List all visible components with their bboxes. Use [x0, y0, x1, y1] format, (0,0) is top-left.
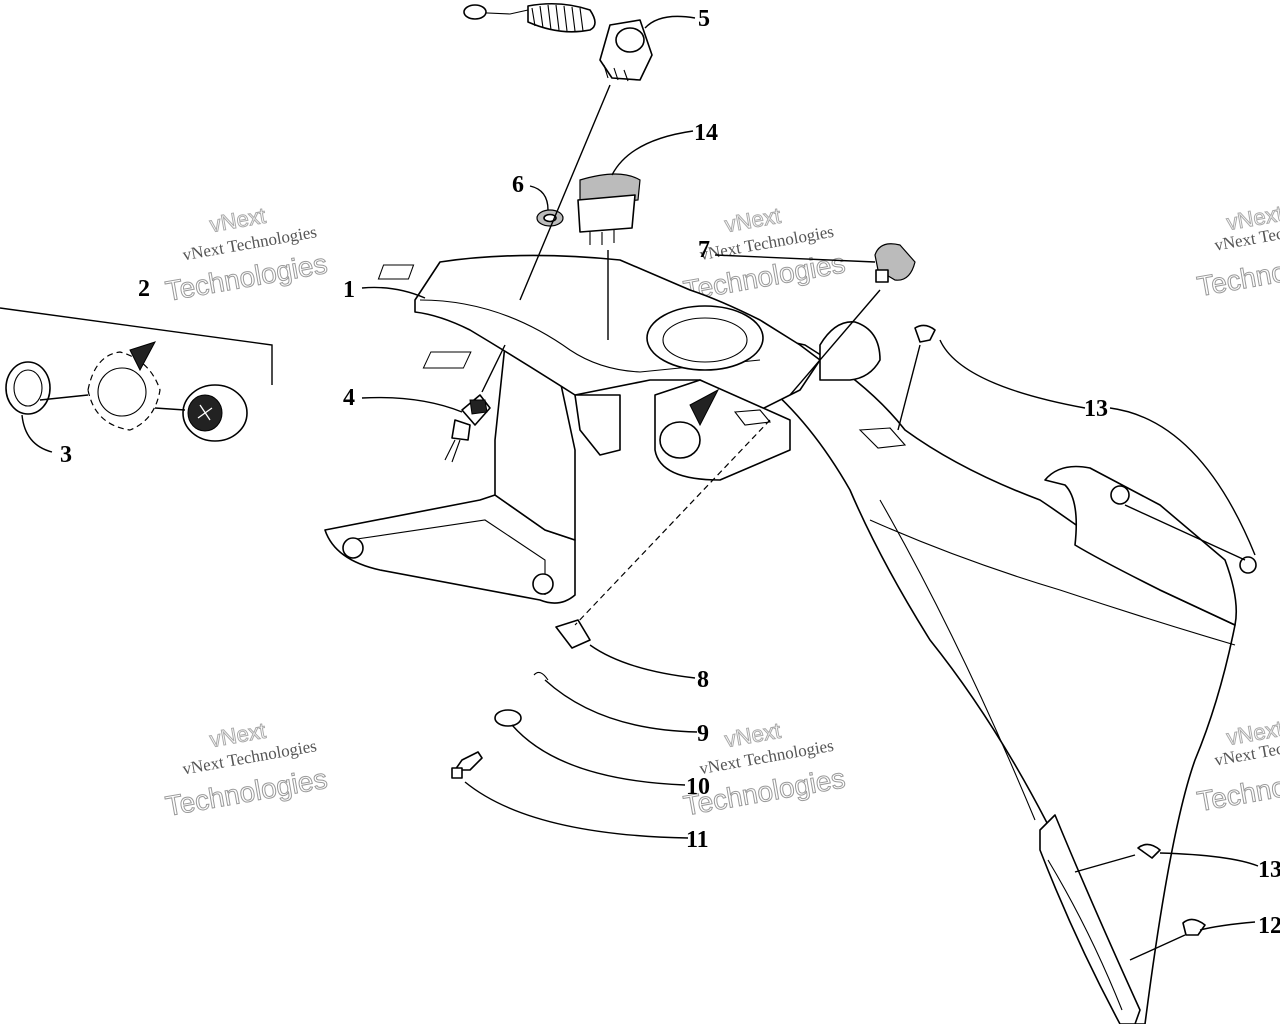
watermark-left-top: vNext vNext Technologies Technologies — [163, 202, 330, 307]
console-housing — [324, 254, 1238, 1024]
watermark-text-big: Technologies — [1195, 243, 1280, 302]
callout-6: 6 — [512, 172, 524, 198]
parts-group-2 — [0, 307, 273, 442]
callout-5: 5 — [698, 6, 710, 32]
callout-9: 9 — [697, 721, 709, 747]
callout-13-upper: 13 — [1084, 396, 1108, 422]
callout-8: 8 — [697, 667, 709, 693]
callout-11: 11 — [686, 827, 709, 853]
grommet-part — [536, 209, 564, 227]
watermark-right-top: vNext vNext Technologies Technologies — [1194, 200, 1280, 302]
callout-13-lower: 13 — [1258, 857, 1280, 883]
knob-part — [874, 243, 916, 283]
watermark-left-bottom: vNext vNext Technologies Technologies — [163, 717, 330, 822]
leader-lines — [21, 15, 1259, 961]
callout-14: 14 — [694, 120, 718, 146]
callout-7: 7 — [698, 237, 710, 263]
callout-labels: 5 14 6 7 2 1 4 13 3 8 9 10 11 13 12 — [60, 6, 1280, 939]
watermark-text-big: Technologies — [1195, 758, 1280, 817]
arrow-marker-icon — [129, 341, 157, 372]
callout-2: 2 — [138, 276, 150, 302]
tether-key-part — [463, 2, 653, 82]
rocker-switch-part — [577, 173, 641, 245]
callout-1: 1 — [343, 277, 355, 303]
fasteners — [451, 324, 1257, 936]
callout-10: 10 — [686, 774, 710, 800]
callout-3: 3 — [60, 442, 72, 468]
arrow-marker-icon — [689, 388, 720, 427]
connector-part — [444, 394, 491, 463]
callout-4: 4 — [343, 385, 355, 411]
callout-12: 12 — [1258, 913, 1280, 939]
